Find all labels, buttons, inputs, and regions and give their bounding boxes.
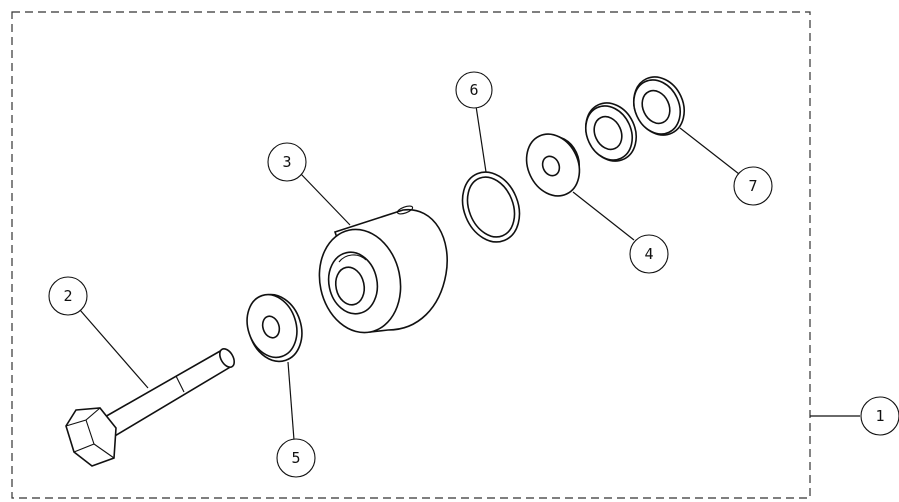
leader-7 <box>679 127 740 175</box>
svg-text:3: 3 <box>282 153 291 171</box>
part-washer-7 <box>633 76 685 136</box>
assembly-boundary <box>11 11 811 499</box>
callout-2: 2 <box>48 276 88 316</box>
svg-text:1: 1 <box>875 407 884 425</box>
part-roller <box>318 205 448 334</box>
svg-text:2: 2 <box>63 287 72 305</box>
leader-6 <box>475 105 487 173</box>
part-washer-middle <box>585 102 637 162</box>
leader-4 <box>572 191 635 241</box>
callout-3: 3 <box>267 142 307 182</box>
callout-4: 4 <box>629 234 669 274</box>
callout-7: 7 <box>733 166 773 206</box>
leader-5 <box>287 361 295 441</box>
callout-6: 6 <box>455 71 493 109</box>
leader-3 <box>299 172 351 226</box>
part-washer-5 <box>246 293 303 363</box>
svg-text:7: 7 <box>748 177 757 195</box>
leader-2 <box>79 309 149 389</box>
svg-text:5: 5 <box>291 449 300 467</box>
part-o-ring <box>461 171 521 243</box>
part-bolt <box>65 348 236 467</box>
svg-text:6: 6 <box>469 81 478 99</box>
callout-5: 5 <box>276 438 316 478</box>
svg-text:4: 4 <box>644 245 653 263</box>
part-flanged-bushing <box>525 133 581 197</box>
callout-1: 1 <box>860 396 899 436</box>
